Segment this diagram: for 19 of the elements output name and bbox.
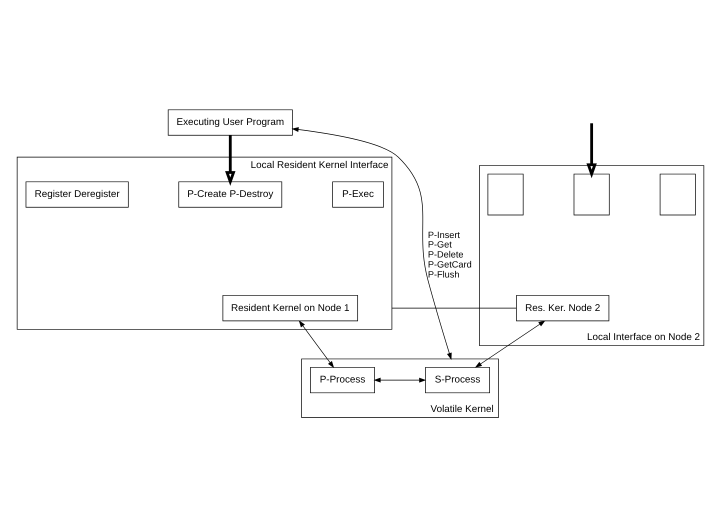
node-box: P-Process bbox=[310, 366, 375, 393]
node-box bbox=[574, 173, 610, 215]
node-box: Executing User Program bbox=[168, 108, 293, 136]
arrow bbox=[292, 126, 452, 360]
node-box: Register Deregister bbox=[26, 180, 129, 208]
node-box: P-Exec bbox=[332, 180, 384, 208]
arrow bbox=[474, 320, 546, 368]
edge-label: P-Insert P-Get P-Delete P-GetCard P-Flush bbox=[428, 229, 472, 279]
node-box: P-Create P-Destroy bbox=[178, 180, 282, 208]
connector bbox=[392, 307, 517, 308]
arrow bbox=[374, 377, 426, 382]
node-box: Res. Ker. Node 2 bbox=[516, 294, 610, 321]
node-box: S-Process bbox=[425, 366, 490, 393]
arrow bbox=[225, 135, 236, 186]
node-box: Resident Kernel on Node 1 bbox=[222, 294, 358, 321]
node-box bbox=[660, 173, 696, 215]
arrow bbox=[586, 122, 597, 178]
arrow bbox=[298, 320, 334, 368]
node-box bbox=[488, 173, 524, 215]
